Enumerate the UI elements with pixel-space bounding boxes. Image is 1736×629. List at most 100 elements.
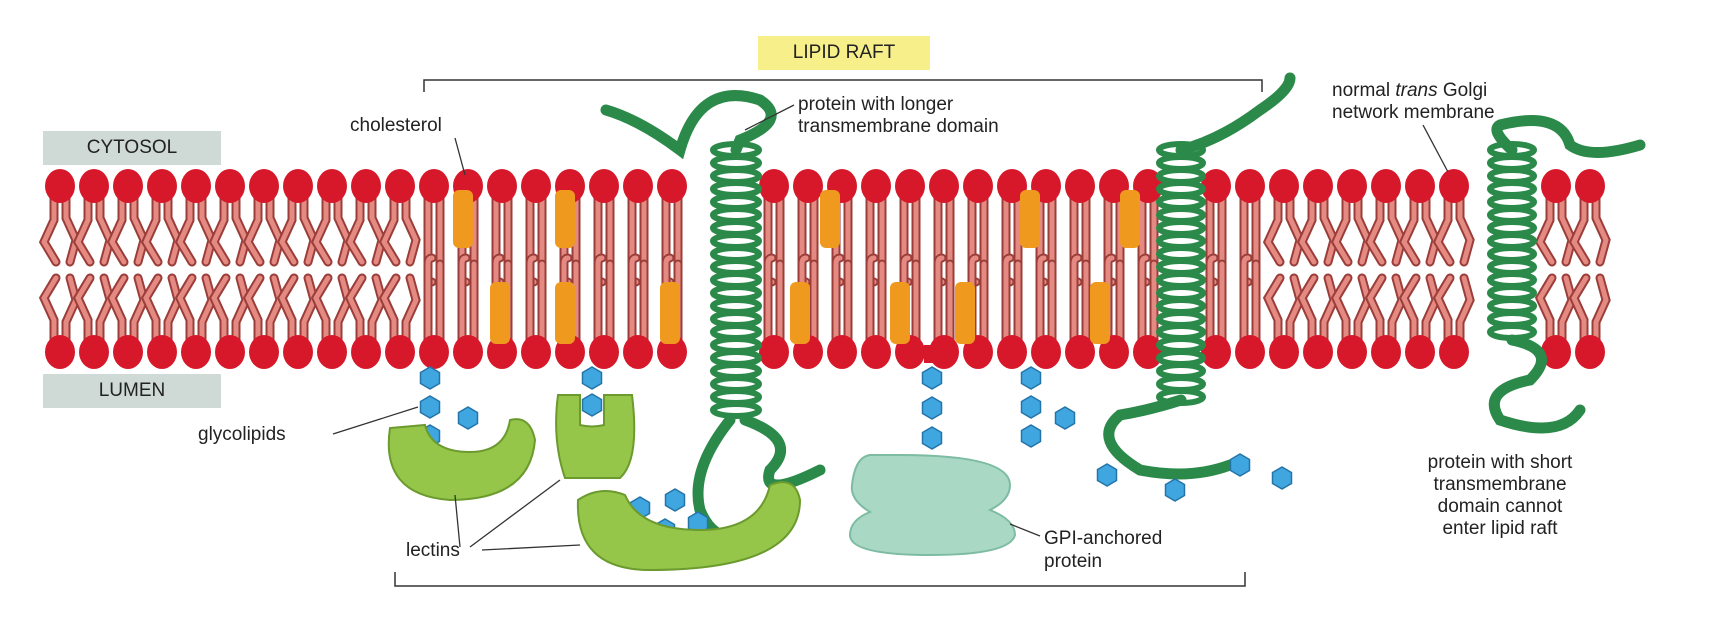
lipid-tail-top-fill: [143, 195, 181, 265]
lipid-tail-bottom-fill: [1367, 275, 1405, 345]
lipid-tail-top-fill: [1367, 195, 1405, 265]
lipid-head-bottom: [1201, 335, 1231, 369]
glycolipid-sugar: [1054, 406, 1076, 430]
lipid-head-top: [419, 169, 449, 203]
lipid-tail-top-fill: [75, 195, 113, 265]
lipid-head-top: [113, 169, 143, 203]
lipid-tail-bottom-fill: [1037, 255, 1055, 345]
lipid-tail-top-fill: [1537, 195, 1575, 265]
glycolipid-sugar: [457, 406, 479, 430]
lipid-head-top: [521, 169, 551, 203]
lectin-bottom: [576, 481, 802, 572]
lipid-head-bottom: [385, 335, 415, 369]
glycolipid-sugar: [1020, 366, 1042, 390]
short-protein-label-line2: transmembrane: [1433, 474, 1567, 495]
short-protein-label-line1: protein with short: [1427, 452, 1573, 473]
lipid-tail-bottom-fill: [245, 275, 283, 345]
short-protein-ntail: [1491, 115, 1646, 158]
lipid-head-top: [1439, 169, 1469, 203]
glycolipid-sugar: [1020, 395, 1042, 419]
lipid-tail-bottom-fill: [1265, 275, 1303, 345]
lipid-head-bottom: [45, 335, 75, 369]
lipid-raft-bracket-bottom: [394, 572, 1246, 587]
raft-protein-ntail: [1175, 72, 1296, 156]
lipid-head-bottom: [79, 335, 109, 369]
lipid-head-bottom: [1541, 335, 1571, 369]
lipid-head-bottom: [1575, 335, 1605, 369]
lipid-tail-bottom-fill: [969, 255, 987, 345]
lipid-tail-bottom-fill: [1435, 275, 1473, 345]
lipid-tail-top-fill: [1265, 195, 1303, 265]
lipid-head-top: [657, 169, 687, 203]
cholesterol-bottom: [660, 282, 680, 344]
lipid-head-bottom: [1405, 335, 1435, 369]
glycolipid-sugar: [419, 366, 441, 390]
lipid-head-top: [283, 169, 313, 203]
lipid-tail-bottom-fill: [109, 275, 147, 345]
lipid-tail-bottom-fill: [279, 275, 317, 345]
lipid-head-bottom: [1133, 335, 1163, 369]
lipid-head-bottom: [1031, 335, 1061, 369]
lipid-head-bottom: [249, 335, 279, 369]
gpi-sugar: [921, 396, 943, 420]
lipid-tail-bottom-fill: [75, 275, 113, 345]
raft-protein-ctail: [1103, 394, 1236, 480]
lipid-head-bottom: [521, 335, 551, 369]
lipid-head-top: [1201, 169, 1231, 203]
lipid-tail-bottom-fill: [425, 255, 443, 345]
lipid-head-bottom: [419, 335, 449, 369]
lipid-head-top: [1371, 169, 1401, 203]
lipid-head-bottom: [1303, 335, 1333, 369]
protein-sugar: [1164, 478, 1186, 502]
lipid-tail-bottom-fill: [1071, 255, 1089, 345]
lipid-head-top: [1337, 169, 1367, 203]
lipid-tail-bottom-fill: [595, 255, 613, 345]
short-protein-ctail: [1488, 334, 1586, 434]
long-protein-label-line2: transmembrane domain: [798, 116, 999, 137]
lipid-head-top: [147, 169, 177, 203]
lipid-tail-bottom-fill: [561, 255, 579, 345]
lipid-tail-bottom-fill: [1207, 255, 1225, 345]
lipid-raft-bracket-top: [423, 79, 1263, 92]
lipid-tail-bottom-fill: [867, 255, 885, 345]
lipid-tail-bottom-fill: [629, 255, 647, 345]
lipid-head-bottom: [1269, 335, 1299, 369]
protein-sugar: [1096, 463, 1118, 487]
lipid-head-bottom: [1371, 335, 1401, 369]
golgi-label-line2: network membrane: [1332, 102, 1495, 123]
lipid-tail-bottom-fill: [901, 255, 919, 345]
lipid-tail-top-fill: [347, 195, 385, 265]
lipid-tail-bottom-fill: [1003, 255, 1021, 345]
cholesterol-bottom: [790, 282, 810, 344]
protein-sugar: [1271, 466, 1293, 490]
lipid-tail-bottom-fill: [211, 275, 249, 345]
lipid-tail-top-fill: [381, 195, 419, 265]
lipid-head-top: [79, 169, 109, 203]
lipid-head-bottom: [1065, 335, 1095, 369]
cholesterol-bottom: [490, 282, 510, 344]
lipid-tail-bottom-fill: [381, 275, 419, 345]
lectin-sugar: [664, 488, 686, 512]
lipid-tail-top-fill: [1401, 195, 1439, 265]
cholesterol-bottom: [555, 282, 575, 344]
gpi-sugar: [921, 366, 943, 390]
lipid-head-top: [215, 169, 245, 203]
gpi-label-line1: GPI-anchored: [1044, 528, 1163, 549]
lipid-head-bottom: [215, 335, 245, 369]
gpi-sugar: [921, 426, 943, 450]
lipid-head-bottom: [1099, 335, 1129, 369]
lipid-head-top: [997, 169, 1027, 203]
lipid-head-top: [1541, 169, 1571, 203]
lipid-tail-bottom-fill: [177, 275, 215, 345]
lipid-head-top: [181, 169, 211, 203]
lipid-head-top: [929, 169, 959, 203]
lipid-tail-top-fill: [1435, 195, 1473, 265]
lipid-head-top: [1269, 169, 1299, 203]
lipid-head-bottom: [453, 335, 483, 369]
lipid-head-top: [861, 169, 891, 203]
lipid-tail-top-fill: [1333, 195, 1371, 265]
cholesterol-top: [1020, 190, 1040, 248]
long-protein-leader: [744, 104, 795, 131]
lipid-tail-bottom-fill: [1105, 255, 1123, 345]
lipid-tail-bottom-fill: [1139, 255, 1157, 345]
